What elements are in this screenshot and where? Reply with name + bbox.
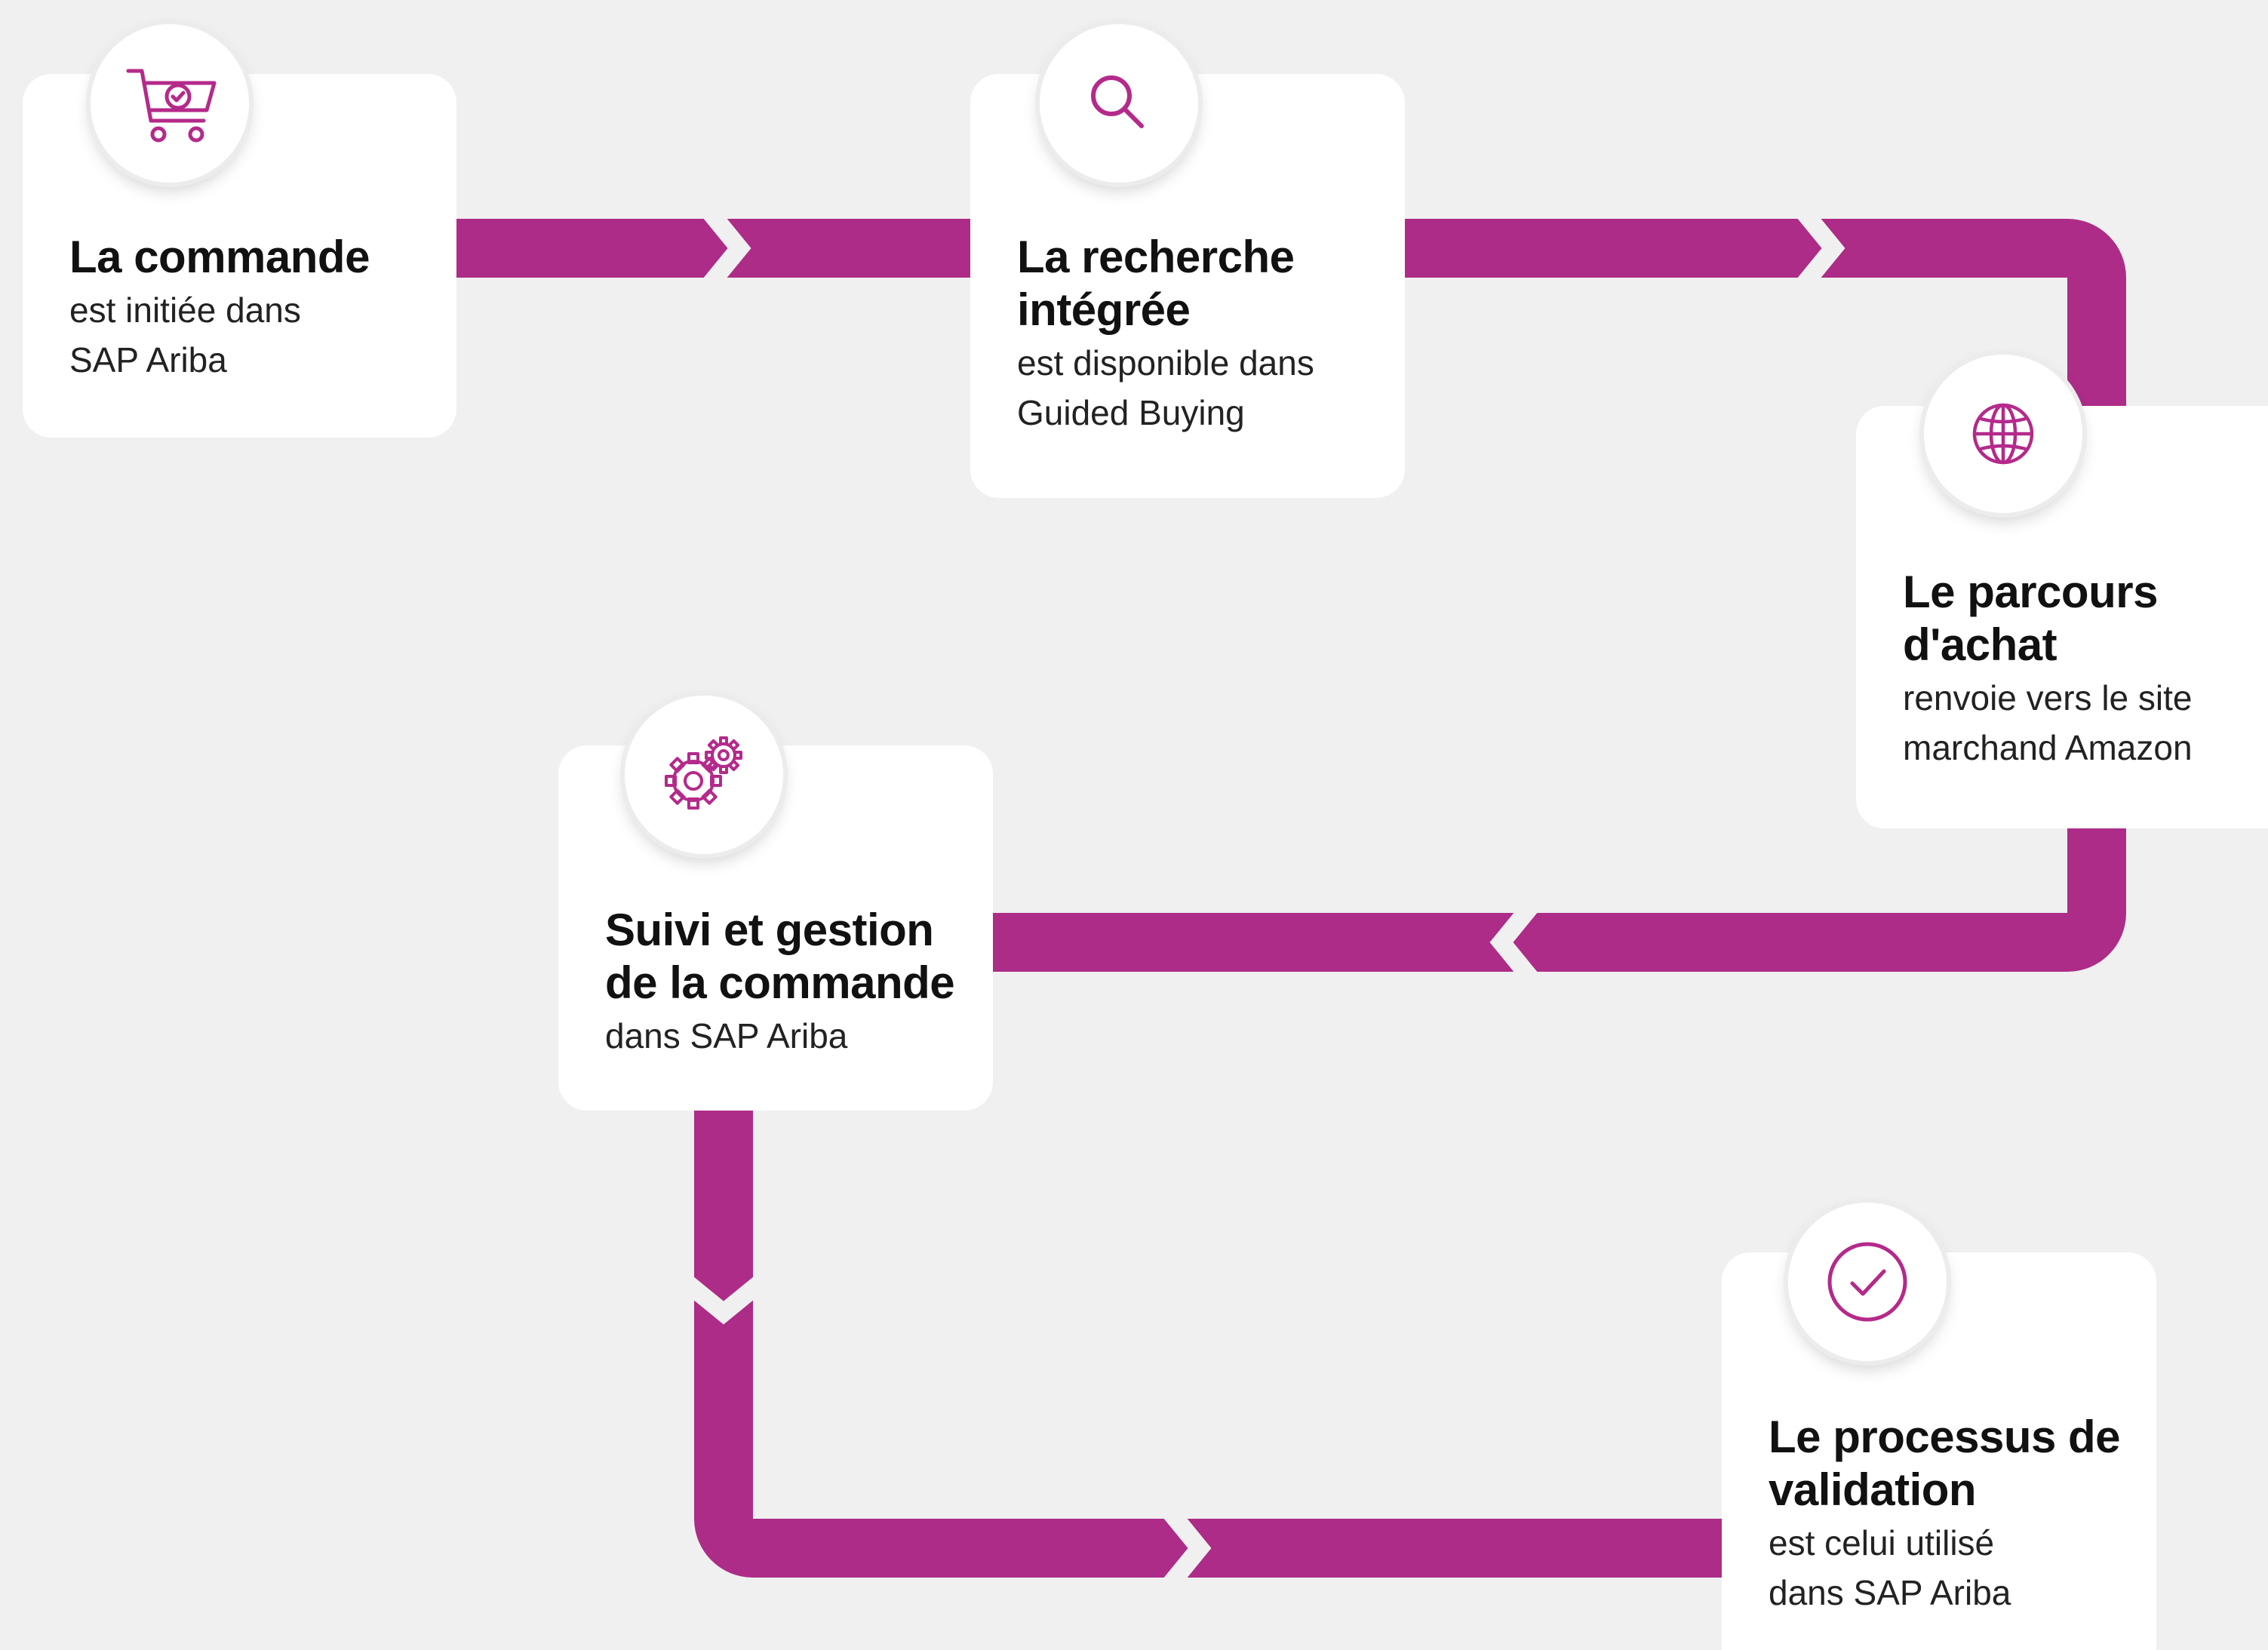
gears-icon-badge bbox=[625, 696, 783, 854]
step-title: La recherche intégrée bbox=[1017, 232, 1295, 335]
step-description: renvoie vers le site marchand Amazon bbox=[1903, 678, 2193, 767]
flow-segment bbox=[694, 1105, 1728, 1578]
step-description: dans SAP Ariba bbox=[605, 1016, 848, 1055]
flow-segment bbox=[981, 826, 2126, 972]
step-card-validation-process: Le processus de validation est celui uti… bbox=[1722, 1252, 2156, 1650]
flow-chevron bbox=[1162, 1505, 1212, 1591]
cart-icon-badge bbox=[91, 24, 249, 183]
flow-chevron bbox=[1796, 205, 1845, 291]
flow-segment bbox=[1400, 219, 2126, 411]
step-title: Le processus de validation bbox=[1769, 1412, 2121, 1515]
step-title: Le parcours d'achat bbox=[1903, 567, 2158, 670]
search-icon bbox=[1091, 75, 1144, 128]
flow-chevron bbox=[1489, 899, 1539, 985]
flow-chevron bbox=[681, 1275, 767, 1325]
search-icon-badge bbox=[1040, 24, 1198, 183]
step-description: est initiée dans SAP Ariba bbox=[69, 290, 301, 379]
check-circle-icon bbox=[1827, 1242, 1907, 1322]
step-description: est celui utilisé dans SAP Ariba bbox=[1769, 1523, 2011, 1612]
flow-chevron bbox=[702, 205, 751, 291]
step-card-integrated-search: La recherche intégrée est disponible dan… bbox=[970, 74, 1405, 498]
gears-icon bbox=[665, 736, 742, 810]
globe-icon bbox=[1972, 403, 2034, 465]
globe-icon-badge bbox=[1924, 355, 2082, 513]
step-description: est disponible dans Guided Buying bbox=[1017, 343, 1314, 432]
check-icon-badge bbox=[1788, 1203, 1947, 1361]
step-title: Suivi et gestion de la commande bbox=[605, 905, 955, 1008]
step-title: La commande bbox=[69, 232, 370, 282]
shopping-cart-check-icon bbox=[126, 69, 217, 143]
